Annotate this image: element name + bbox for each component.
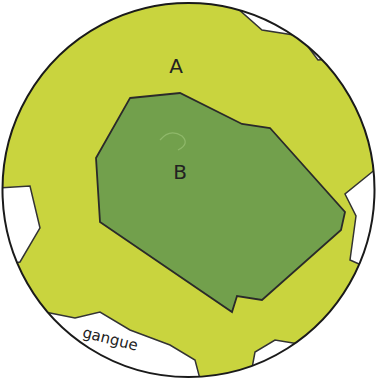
region-outline bbox=[95, 92, 347, 314]
mineral-grain: B bbox=[95, 92, 347, 314]
region-label: B bbox=[173, 160, 187, 184]
region-label: A bbox=[169, 54, 183, 78]
